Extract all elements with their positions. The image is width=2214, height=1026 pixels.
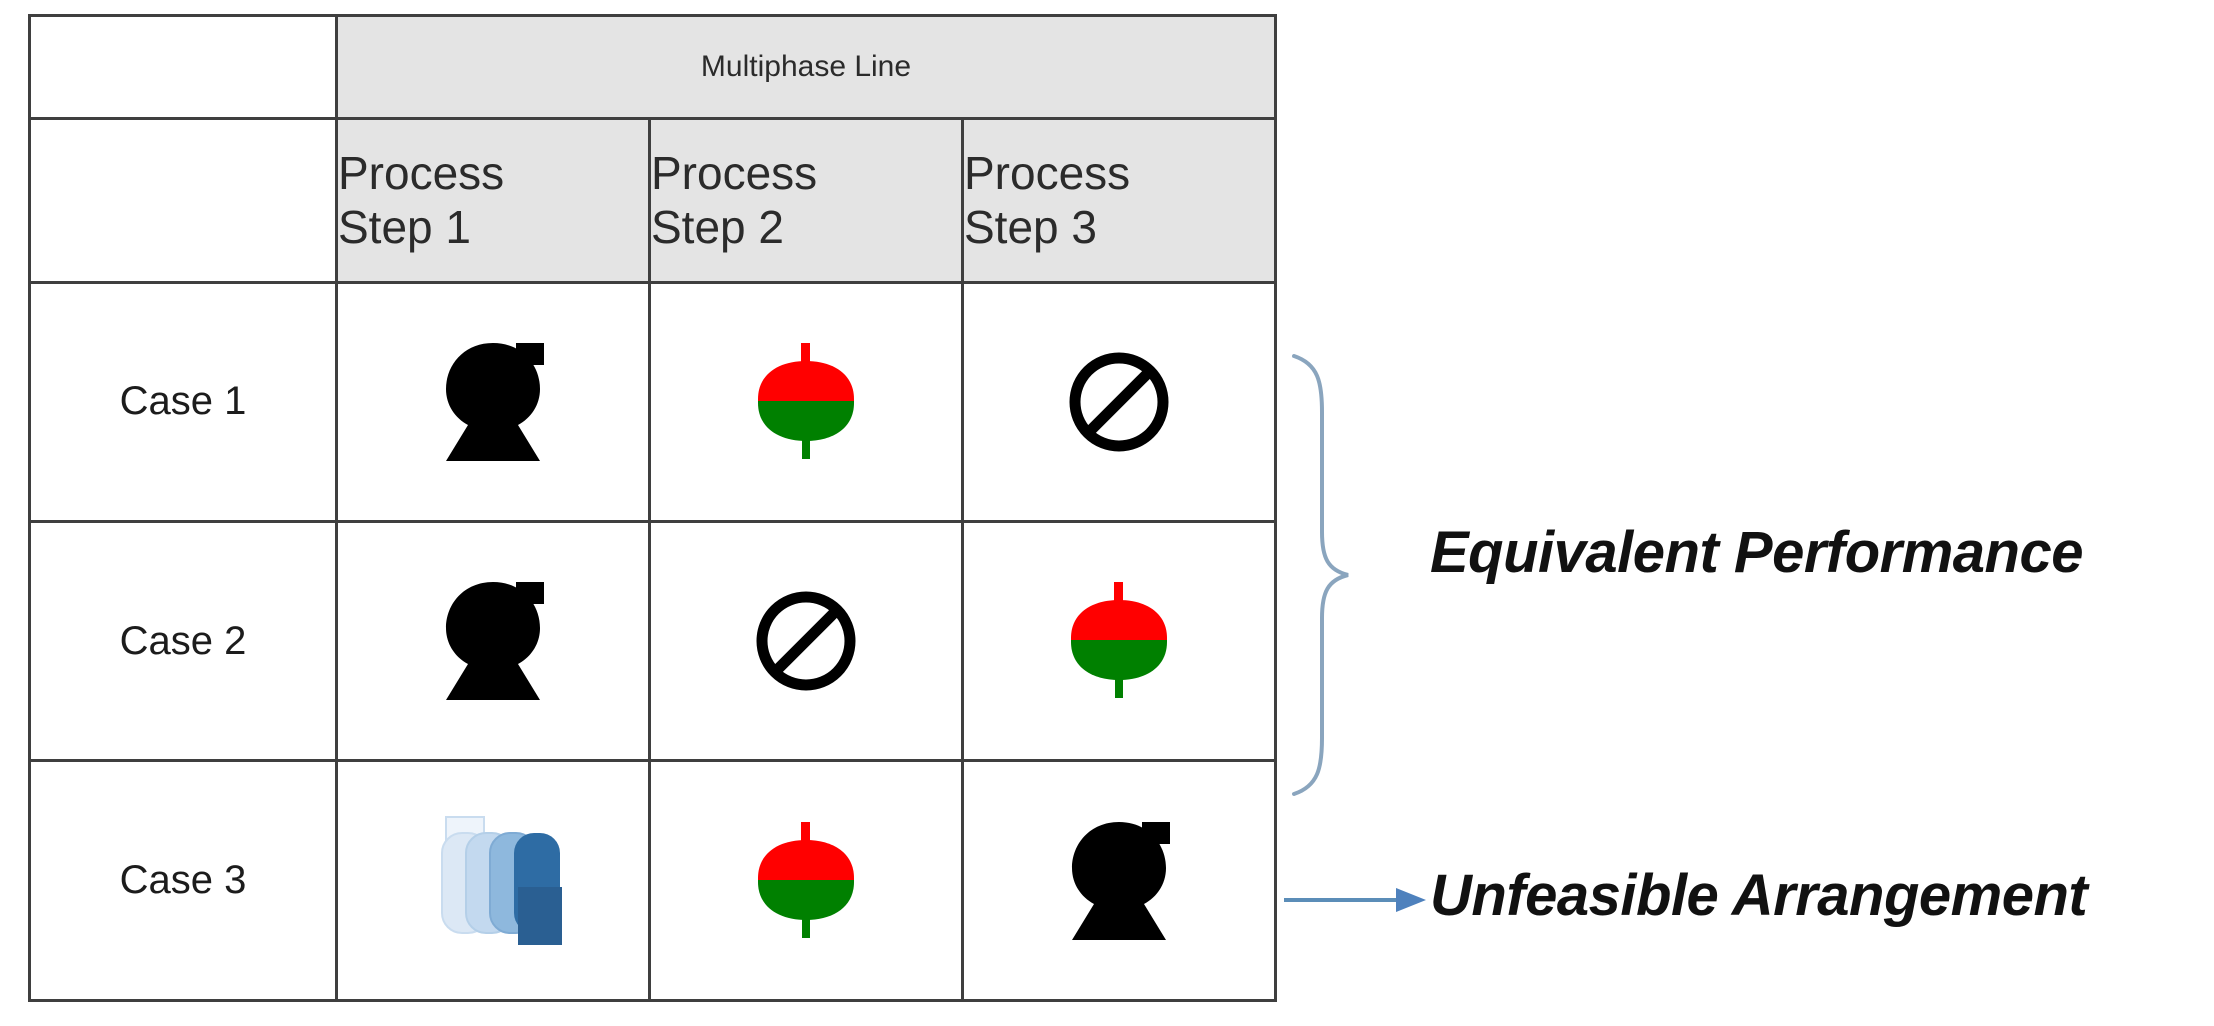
prohibition-icon <box>964 284 1274 520</box>
red-green-separator-icon <box>964 523 1274 759</box>
cell-case3-step1 <box>335 759 651 1002</box>
unfeasible-arrangement-arrow-icon <box>1284 880 1434 920</box>
cell-case3-step2 <box>648 759 964 1002</box>
corner-spacer-cell-2 <box>28 116 338 284</box>
cell-case1-step3 <box>961 280 1277 524</box>
row-label-case-1: Case 1 <box>28 280 338 524</box>
column-header-line-2: Step 3 <box>964 201 1097 254</box>
cell-case3-step3 <box>961 759 1277 1002</box>
cell-case1-step1 <box>335 280 651 524</box>
red-green-separator-icon <box>651 762 961 999</box>
cell-case2-step2 <box>648 520 964 763</box>
row-label-case-2: Case 2 <box>28 520 338 763</box>
column-header-row: Process Step 1 Process Step 2 Process St… <box>28 116 1277 284</box>
column-header-line-1: Process <box>338 146 505 199</box>
cell-case2-step1 <box>335 520 651 763</box>
table-row: Case 2 <box>28 520 1277 763</box>
unfeasible-arrangement-label: Unfeasible Arrangement <box>1430 863 2088 928</box>
black-vessel-icon <box>964 762 1274 999</box>
column-header-line-1: Process <box>964 146 1131 199</box>
table-row: Case 3 <box>28 759 1277 1002</box>
equivalent-performance-label: Equivalent Performance <box>1430 520 2084 585</box>
column-header-process-step-1: Process Step 1 <box>335 116 651 284</box>
column-header-process-step-3: Process Step 3 <box>961 116 1277 284</box>
prohibition-icon <box>651 523 961 759</box>
row-label-case-3: Case 3 <box>28 759 338 1002</box>
red-green-separator-icon <box>651 284 961 520</box>
black-vessel-icon <box>338 523 648 759</box>
case-matrix-table: Multiphase Line Process Step 1 Process S… <box>28 14 1277 1002</box>
blue-stack-icon <box>338 762 648 999</box>
equivalent-performance-brace-icon <box>1288 352 1360 798</box>
black-vessel-icon <box>338 284 648 520</box>
column-header-line-1: Process <box>651 146 818 199</box>
group-header-row: Multiphase Line <box>28 14 1277 120</box>
column-header-process-step-2: Process Step 2 <box>648 116 964 284</box>
case-matrix-table-wrapper: Multiphase Line Process Step 1 Process S… <box>28 14 1277 1002</box>
corner-spacer-cell <box>28 14 338 120</box>
cell-case1-step2 <box>648 280 964 524</box>
column-header-line-2: Step 1 <box>338 201 471 254</box>
column-header-line-2: Step 2 <box>651 201 784 254</box>
cell-case2-step3 <box>961 520 1277 763</box>
table-row: Case 1 <box>28 280 1277 524</box>
group-header-multiphase-line: Multiphase Line <box>335 14 1277 120</box>
